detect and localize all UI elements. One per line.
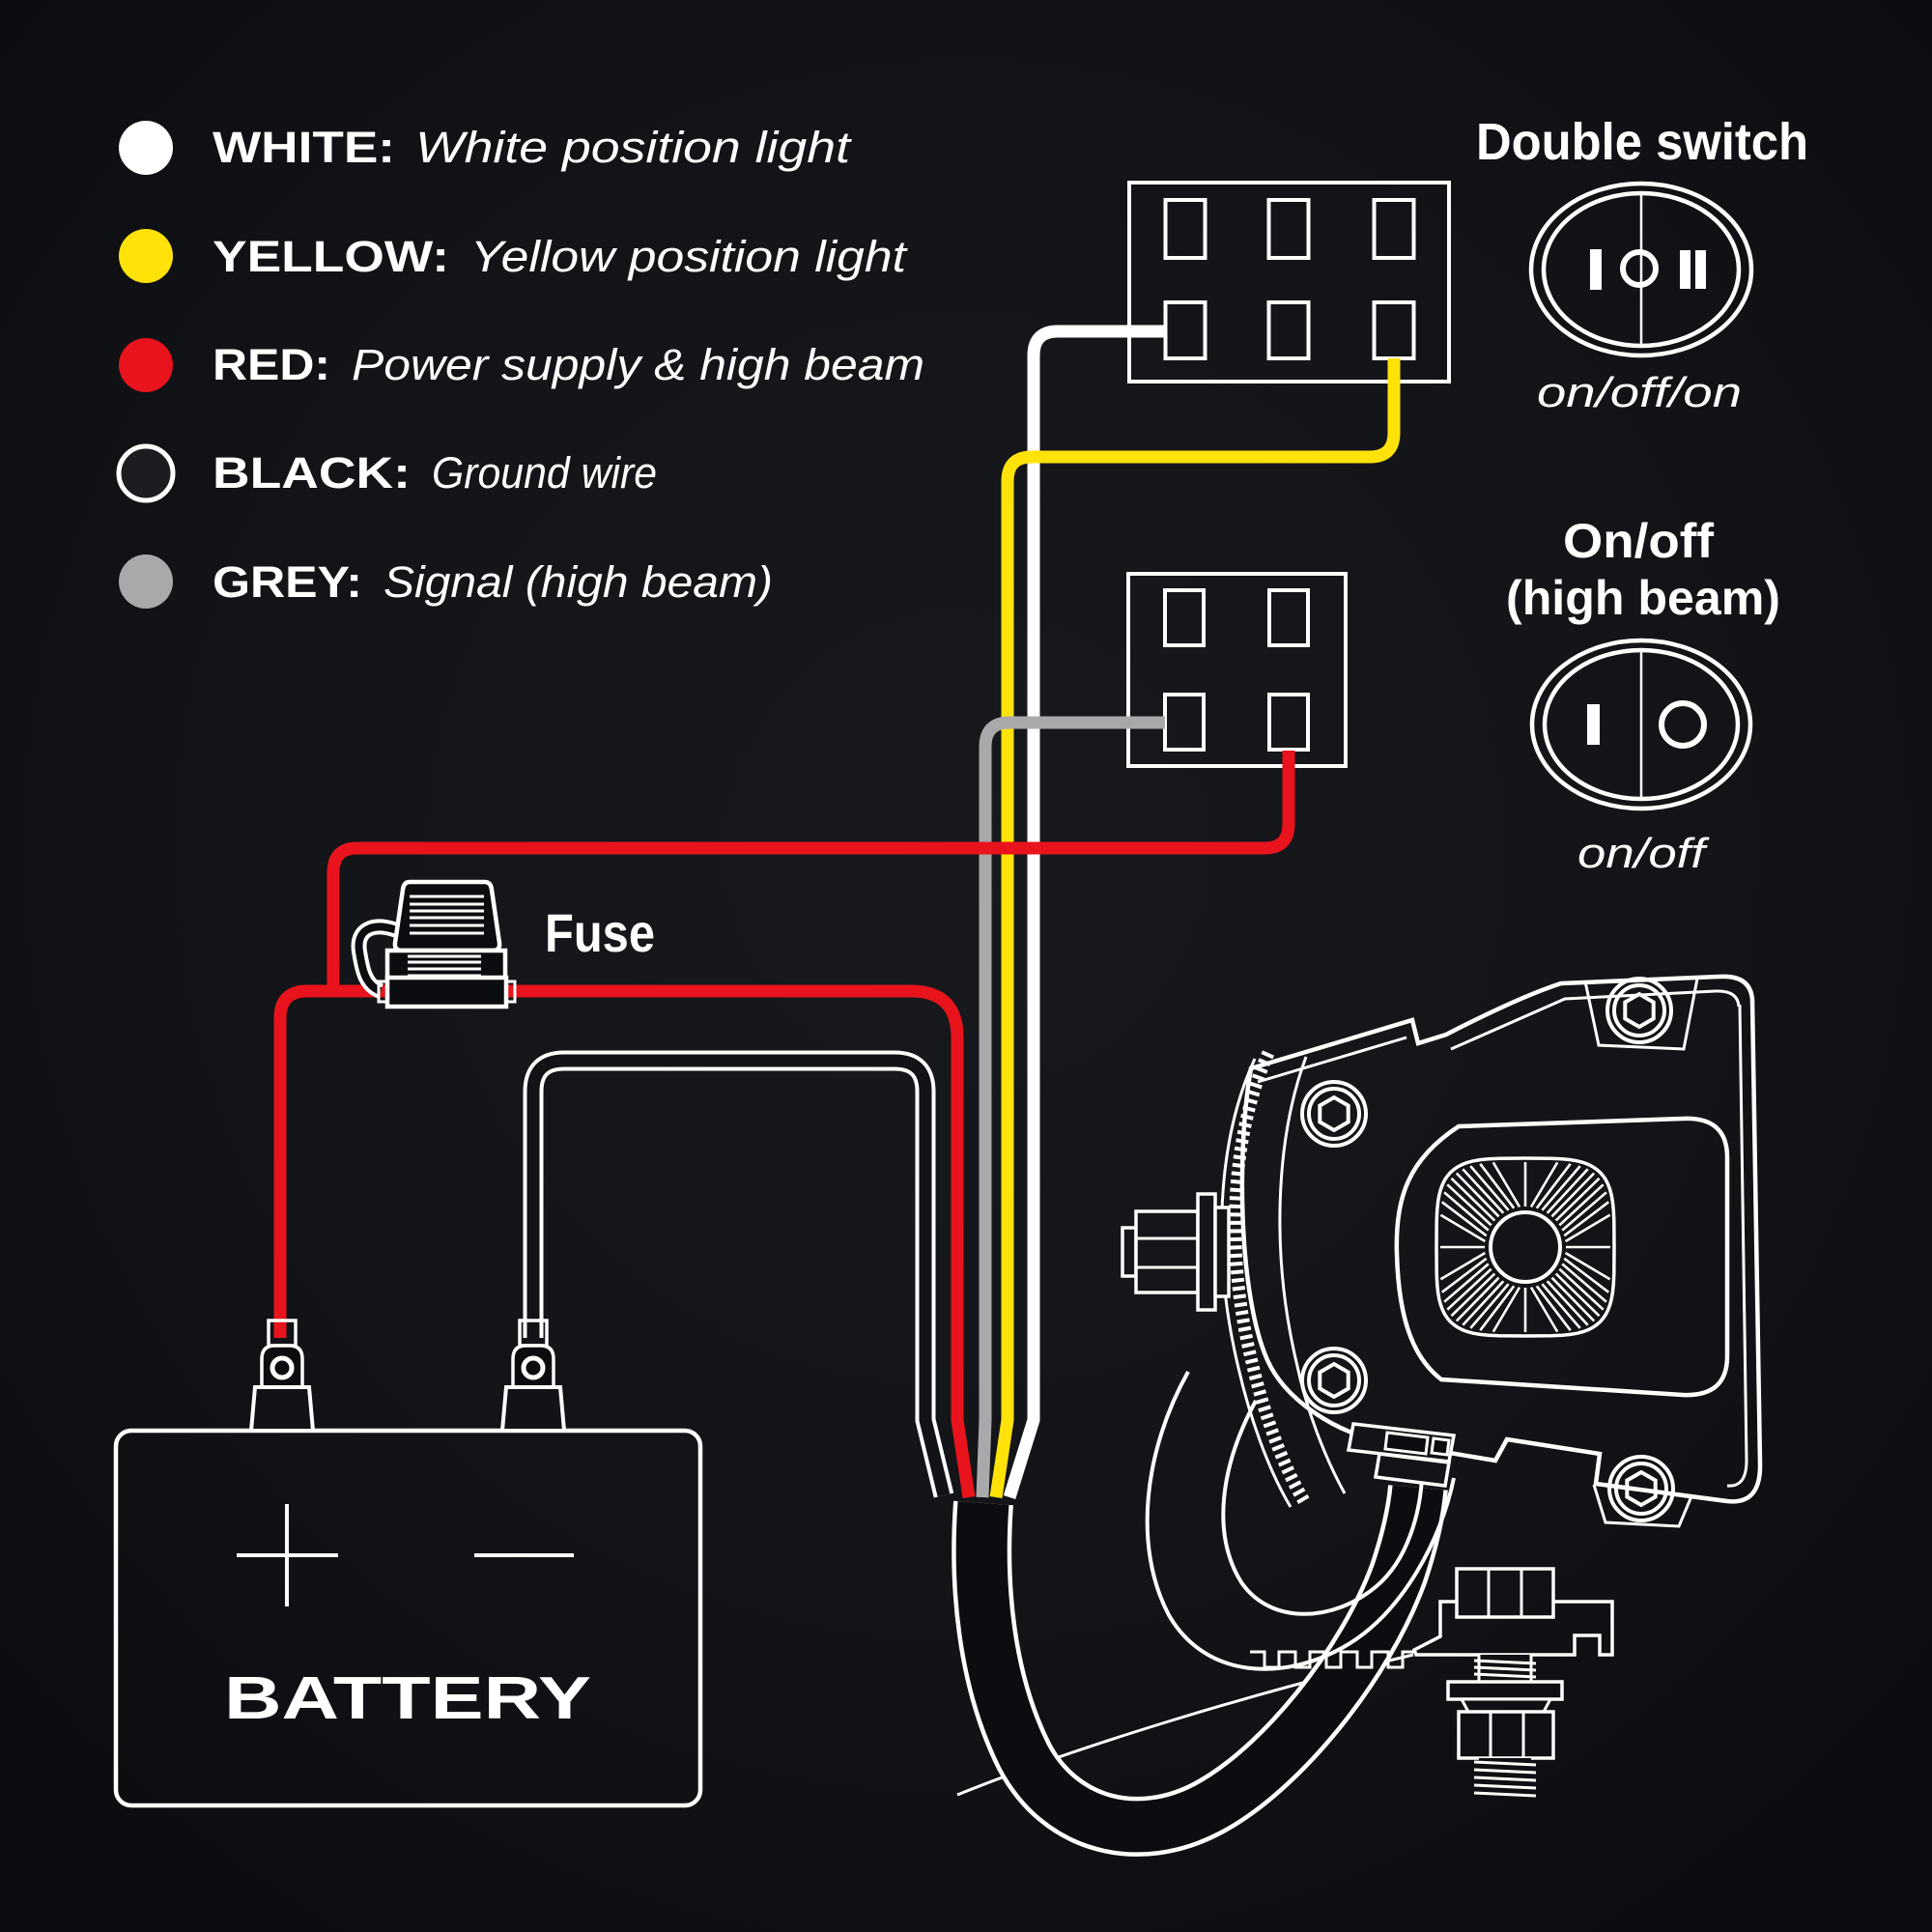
- svg-text:White position light: White position light: [415, 123, 853, 172]
- svg-text:Yellow position light: Yellow position light: [470, 232, 909, 281]
- svg-text:Fuse: Fuse: [545, 902, 655, 963]
- svg-text:WHITE:: WHITE:: [213, 123, 395, 172]
- svg-text:On/off: On/off: [1563, 514, 1714, 568]
- svg-text:GREY:: GREY:: [213, 557, 362, 607]
- svg-text:BLACK:: BLACK:: [213, 448, 411, 497]
- svg-text:on/off: on/off: [1577, 830, 1711, 877]
- svg-text:YELLOW:: YELLOW:: [213, 232, 449, 281]
- svg-text:Double switch: Double switch: [1476, 113, 1808, 171]
- svg-text:Ground wire: Ground wire: [432, 448, 657, 497]
- svg-text:Signal (high beam): Signal (high beam): [384, 557, 773, 607]
- svg-text:on/off/on: on/off/on: [1537, 369, 1742, 416]
- svg-text:RED:: RED:: [213, 340, 330, 389]
- svg-text:Power supply & high beam: Power supply & high beam: [352, 340, 924, 389]
- svg-text:BATTERY: BATTERY: [224, 1665, 591, 1732]
- svg-text:(high beam): (high beam): [1506, 571, 1780, 625]
